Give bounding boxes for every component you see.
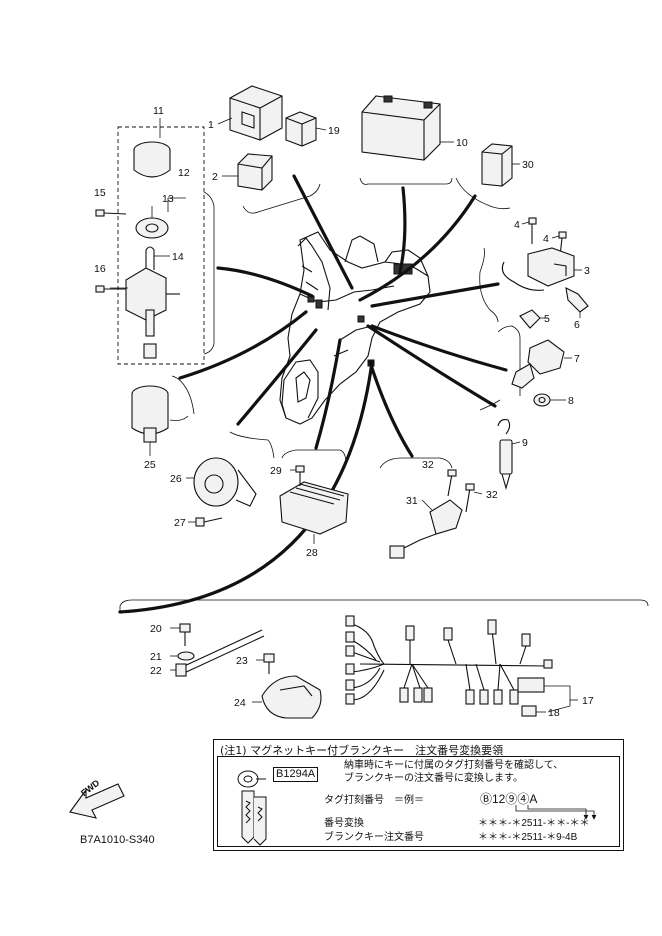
callout-22: 22	[150, 665, 162, 677]
key-conversion-note: (注1) マグネットキー付ブランクキー 注文番号変換要領 B1294A 納車時に…	[213, 739, 624, 851]
part-26-horn	[186, 457, 257, 507]
callout-4b: 4	[543, 233, 549, 245]
part-22-cable-tie	[170, 629, 265, 677]
catalog-code: B7A1010-S340	[80, 834, 155, 846]
callout-20: 20	[150, 623, 162, 635]
part-3-ignition-coil	[501, 247, 582, 291]
callout-3: 3	[584, 265, 590, 277]
callout-14: 14	[172, 251, 184, 263]
callout-6: 6	[574, 319, 580, 331]
part-16-screw	[95, 285, 126, 293]
part-21-washer	[170, 651, 195, 661]
callout-15: 15	[94, 187, 106, 199]
callout-10: 10	[456, 137, 468, 149]
callout-16: 16	[94, 263, 106, 275]
callout-17: 17	[582, 695, 594, 707]
scooter-illustration	[279, 231, 431, 425]
part-1-control-unit	[217, 85, 283, 141]
part-5-cap	[519, 309, 548, 329]
key-switch-group-box	[117, 126, 205, 365]
callout-4a: 4	[514, 219, 520, 231]
callout-18: 18	[548, 707, 560, 719]
part-29-bolt	[290, 465, 305, 486]
conversion-arrows	[515, 805, 597, 820]
callout-26: 26	[170, 473, 182, 485]
tag-label: タグ打刻番号 ＝例＝	[324, 795, 424, 806]
callout-numbers: 1 19 2 10 30 4 4 3 5 6 7 8 9 11 12 13 14…	[94, 105, 594, 719]
tag-code: Ⓑ12⑨④A	[480, 792, 538, 806]
blank-key-label: ブランクキー注文番号	[324, 832, 424, 843]
part-28-rectifier	[279, 481, 349, 544]
callout-23: 23	[236, 655, 248, 667]
convert-label: 番号変換	[324, 818, 364, 829]
part-6-plug-cap	[565, 287, 589, 318]
part-11-key-cap	[133, 118, 171, 178]
callout-1: 1	[208, 119, 214, 131]
part-25-unit	[131, 385, 169, 456]
callout-25: 25	[144, 459, 156, 471]
part-32-screws	[447, 469, 483, 513]
part-7-sensor	[511, 339, 572, 389]
callout-21: 21	[150, 651, 162, 663]
part-20-bolt	[170, 623, 191, 646]
part-23-bolt	[256, 653, 275, 674]
key-icon	[237, 770, 267, 846]
forward-arrow-icon	[69, 783, 125, 819]
part-30-case	[481, 143, 520, 187]
note-line-1: 納車時にキーに付属のタグ打刻番号を確認して、	[344, 760, 564, 771]
callout-13: 13	[162, 193, 174, 205]
part-9-sensor	[497, 419, 521, 491]
callout-29: 29	[270, 465, 282, 477]
callout-27: 27	[174, 517, 186, 529]
blank-key-code: ＊＊＊-＊2511-＊9-4B	[478, 832, 578, 843]
callout-12: 12	[178, 167, 190, 179]
convert-code: ＊＊＊-＊2511-＊＊-＊＊	[478, 818, 590, 829]
callout-28: 28	[306, 547, 318, 559]
part-10-battery	[361, 95, 454, 161]
part-8-washer	[533, 393, 566, 407]
part-27-bolt	[188, 517, 223, 527]
callout-24: 24	[234, 697, 246, 709]
callout-2: 2	[212, 171, 218, 183]
part-4-bolts	[521, 217, 567, 257]
note-body: B1294A 納車時にキーに付属のタグ打刻番号を確認して、 ブランクキーの注文番…	[217, 756, 620, 847]
part-16-key-switch	[110, 246, 180, 359]
callout-32a: 32	[422, 459, 434, 471]
callout-11: 11	[153, 105, 164, 117]
callout-31: 31	[406, 495, 418, 507]
part-13-ring	[135, 197, 186, 239]
callout-8: 8	[568, 395, 574, 407]
tag-example-label: B1294A	[273, 767, 319, 782]
callout-19: 19	[328, 125, 340, 137]
callout-7: 7	[574, 353, 580, 365]
callout-32b: 32	[486, 489, 498, 501]
part-15-screw	[95, 209, 127, 217]
part-2-cover	[222, 153, 273, 191]
note-line-2: ブランクキーの注文番号に変換します。	[344, 773, 523, 784]
callout-30: 30	[522, 159, 534, 171]
part-24-cover	[252, 675, 322, 719]
bracket-lines	[119, 177, 649, 612]
callout-9: 9	[522, 437, 528, 449]
callout-5: 5	[544, 313, 550, 325]
wire-harness	[345, 615, 578, 717]
part-19-relay	[285, 111, 327, 147]
note-title: (注1) マグネットキー付ブランクキー 注文番号変換要領	[220, 744, 504, 757]
part-31-sensor	[389, 499, 463, 559]
leader-lines	[118, 174, 508, 614]
